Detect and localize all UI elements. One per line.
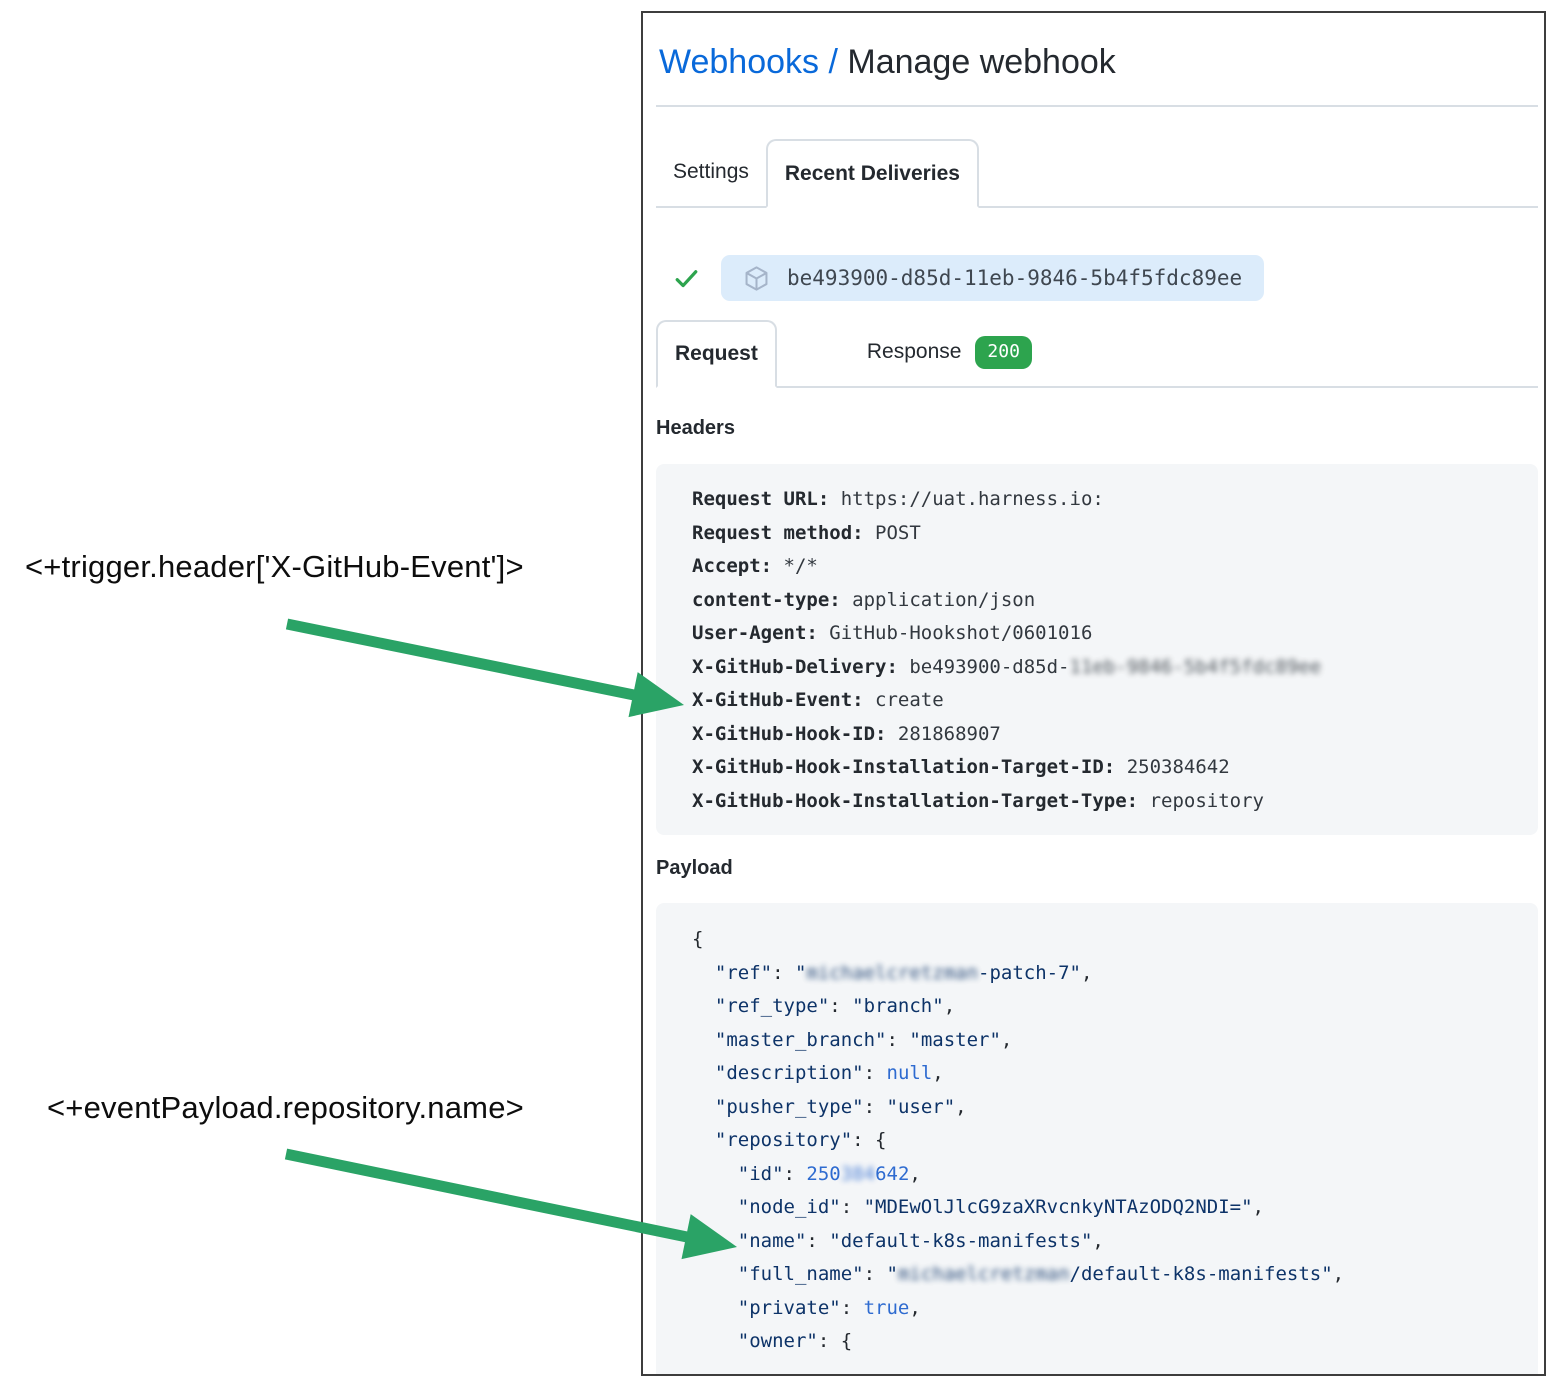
payload-json-block: { "ref": "michaelcretzman-patch-7", "ref… bbox=[656, 903, 1538, 1374]
annotation-trigger-header: <+trigger.header['X-GitHub-Event']> bbox=[25, 549, 524, 584]
request-headers-block: Request URL: https://uat.harness.io: Requ… bbox=[656, 464, 1538, 835]
request-header-line: X-GitHub-Event: create bbox=[692, 689, 944, 711]
request-header-line: Request URL: https://uat.harness.io: bbox=[692, 488, 1104, 510]
request-header-line: X-GitHub-Hook-ID: 281868907 bbox=[692, 722, 1001, 745]
arrow-to-github-event-icon bbox=[285, 618, 684, 718]
tab-response[interactable]: Response 200 bbox=[843, 318, 1056, 386]
tab-recent-deliveries[interactable]: Recent Deliveries bbox=[765, 139, 979, 208]
payload-line: "name": "default-k8s-manifests", bbox=[737, 1229, 1104, 1252]
request-header-line: X-GitHub-Hook-Installation-Target-Type: … bbox=[692, 789, 1264, 812]
headers-section-title: Headers bbox=[656, 417, 735, 439]
tab-settings[interactable]: Settings bbox=[673, 159, 749, 183]
payload-line: "full_name": "michaelcretzman/default-k8… bbox=[737, 1263, 1345, 1285]
payload-line: "pusher_type": "user", bbox=[714, 1095, 967, 1118]
request-header-line: X-GitHub-Delivery: be493900-d85d-11eb-98… bbox=[692, 655, 1322, 678]
request-response-tabs: Request Response 200 bbox=[656, 318, 1538, 388]
payload-section-title: Payload bbox=[656, 857, 733, 879]
webhook-panel: Webhooks / Manage webhook Settings Recen… bbox=[641, 11, 1546, 1376]
request-header-line: Accept: */* bbox=[692, 555, 818, 577]
payload-line: "private": true, bbox=[737, 1296, 921, 1319]
delivery-id-pill[interactable]: be493900-d85d-11eb-9846-5b4f5fdc89ee bbox=[721, 255, 1265, 301]
payload-line: "owner": { bbox=[737, 1330, 853, 1352]
request-header-line: X-GitHub-Hook-Installation-Target-ID: 25… bbox=[692, 756, 1230, 778]
title-divider bbox=[656, 105, 1538, 107]
payload-line: "id": 250384642, bbox=[737, 1162, 921, 1185]
request-header-line: Request method: POST bbox=[692, 521, 921, 544]
webhooks-breadcrumb-link[interactable]: Webhooks / bbox=[659, 43, 838, 81]
success-check-icon bbox=[675, 269, 698, 287]
payload-line: { bbox=[692, 928, 704, 950]
delivery-id-text: be493900-d85d-11eb-9846-5b4f5fdc89ee bbox=[787, 266, 1243, 290]
payload-line: "description": null, bbox=[714, 1062, 944, 1084]
tab-request[interactable]: Request bbox=[656, 320, 777, 388]
payload-line: "ref": "michaelcretzman-patch-7", bbox=[714, 961, 1093, 984]
request-header-line: content-type: application/json bbox=[692, 588, 1036, 611]
page-title-text: Manage webhook bbox=[847, 43, 1116, 81]
payload-line: "master_branch": "master", bbox=[714, 1028, 1013, 1051]
status-code-badge: 200 bbox=[975, 335, 1032, 369]
package-icon bbox=[745, 265, 768, 291]
webhook-tabs: Settings Recent Deliveries bbox=[656, 137, 1538, 208]
payload-line: "repository": { bbox=[714, 1129, 887, 1151]
payload-line: "ref_type": "branch", bbox=[714, 995, 956, 1017]
delivery-row: be493900-d85d-11eb-9846-5b4f5fdc89ee bbox=[656, 255, 1538, 301]
tab-response-label: Response bbox=[866, 340, 962, 363]
annotation-event-payload: <+eventPayload.repository.name> bbox=[47, 1090, 524, 1125]
payload-line: "node_id": "MDEwOlJlcG9zaXRvcnkyNTAzODQ2… bbox=[737, 1196, 1264, 1218]
page-title: Webhooks / Manage webhook bbox=[659, 40, 1538, 84]
request-header-line: User-Agent: GitHub-Hookshot/0601016 bbox=[692, 622, 1093, 644]
